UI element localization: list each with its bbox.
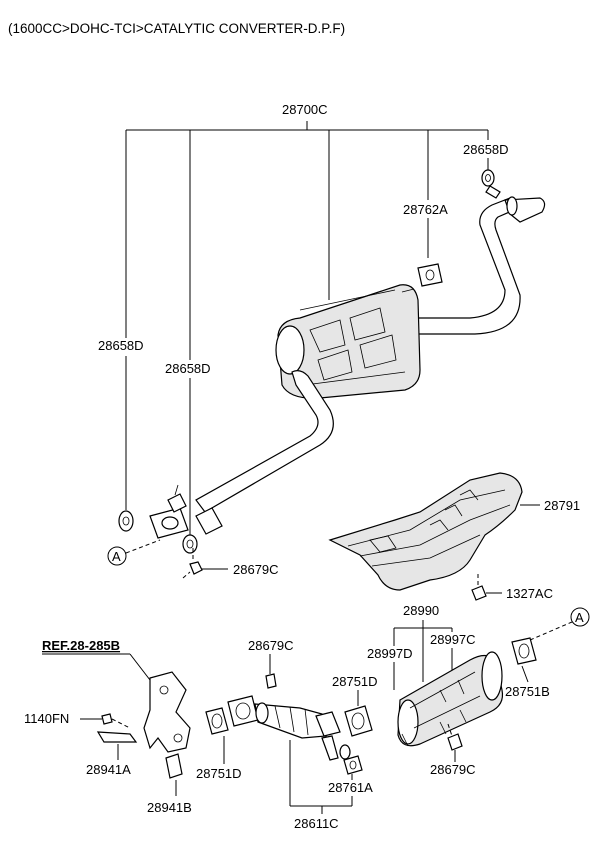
heat-protector-28791 [328, 472, 540, 601]
bracket-28941a [96, 731, 138, 760]
hanger-28761a [343, 755, 363, 780]
label-28751d-left: 28751D [196, 766, 242, 781]
label-28658d-mid: 28658D [165, 361, 211, 376]
rubber-hanger-mid [182, 534, 198, 554]
label-28791: 28791 [544, 498, 580, 513]
gasket-28751d-left [205, 707, 229, 764]
nut-28679c-upper [182, 548, 228, 579]
label-28751d-right: 28751D [332, 674, 378, 689]
label-28997c: 28997C [430, 632, 476, 647]
label-28679c-mid: 28679C [248, 638, 294, 653]
label-28941b: 28941B [147, 800, 192, 815]
part-labels: 28700C 28658D 28762A 28658D 28658D 28679… [24, 102, 580, 831]
label-1140fn: 1140FN [24, 711, 69, 726]
bolt-1140fn [80, 713, 131, 729]
label-28700c: 28700C [282, 102, 328, 117]
label-28679c-upper: 28679C [233, 562, 279, 577]
label-28658d-top: 28658D [463, 142, 509, 157]
rubber-hanger-left [118, 510, 134, 532]
muffler-assembly [149, 185, 546, 539]
label-28997d: 28997D [367, 646, 413, 661]
leader-28611c [289, 740, 353, 814]
svg-text:A: A [575, 610, 584, 625]
hanger-28762a [417, 263, 443, 287]
label-28761a: 28761A [328, 780, 373, 795]
nut-28679c-mid [265, 654, 277, 689]
label-ref-28-285b: REF.28-285B [42, 638, 120, 653]
front-pipe-28611c [227, 695, 351, 761]
callout-a-right: A [570, 607, 590, 627]
diagram-title: (1600CC>DOHC-TCI>CATALYTIC CONVERTER-D.P… [8, 21, 345, 36]
label-28679c-lower-right: 28679C [430, 762, 476, 777]
nut-28679c-lower-right [447, 723, 463, 762]
gasket-28751b [511, 621, 573, 683]
label-28751b: 28751B [505, 684, 550, 699]
bracket-28941b [165, 753, 183, 796]
callout-a-left: A [107, 539, 161, 566]
rubber-hanger-top [481, 169, 495, 187]
label-28990: 28990 [403, 603, 439, 618]
gasket-28751d-right [344, 690, 373, 737]
label-28658d-left: 28658D [98, 338, 144, 353]
ref-bracket [42, 653, 191, 753]
dpf-converter [397, 651, 504, 747]
svg-text:A: A [112, 549, 121, 564]
label-28611c: 28611C [294, 816, 339, 831]
label-1327ac: 1327AC [506, 586, 553, 601]
label-28941a: 28941A [86, 762, 131, 777]
leader-28700c [125, 121, 489, 535]
label-28762a: 28762A [403, 202, 448, 217]
